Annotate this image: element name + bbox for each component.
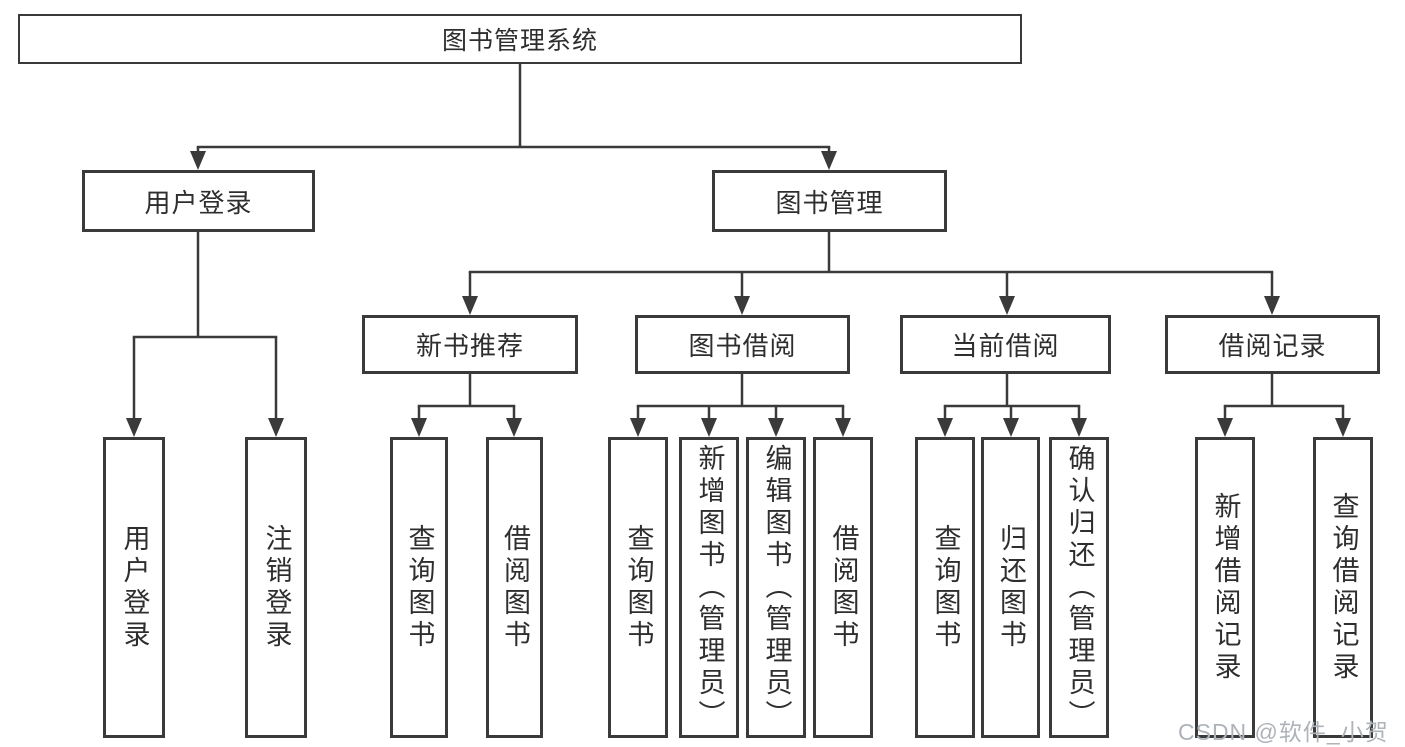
csdn-watermark: CSDN @软件_小贺同学 [1178,719,1389,745]
node-library-management-system: 图书管理系统 [18,14,1022,64]
leaf-query-borrow-record: 查询借阅记录 [1313,437,1373,738]
leaf-query-books-borrowing: 查询图书 [608,437,668,738]
node-book-borrowing: 图书借阅 [635,315,850,374]
leaf-borrow-books: 借阅图书 [813,437,873,738]
leaf-edit-book-admin: 编辑图书（管理员） [746,437,806,738]
leaf-borrow-books-recommend: 借阅图书 [486,437,543,738]
leaf-query-books-recommend: 查询图书 [390,437,448,738]
leaf-user-login: 用户登录 [103,437,165,738]
leaf-return-books: 归还图书 [981,437,1040,738]
leaf-confirm-return-admin: 确认归还（管理员） [1049,437,1109,738]
node-current-borrowing: 当前借阅 [900,315,1111,374]
leaf-add-book-admin: 新增图书（管理员） [679,437,739,738]
node-user-login: 用户登录 [82,170,315,232]
leaf-logout: 注销登录 [245,437,307,738]
node-borrowing-records: 借阅记录 [1165,315,1380,374]
node-new-book-recommend: 新书推荐 [362,315,578,374]
node-book-management: 图书管理 [712,170,947,232]
leaf-add-borrow-record: 新增借阅记录 [1195,437,1255,738]
leaf-query-books-current: 查询图书 [915,437,975,738]
